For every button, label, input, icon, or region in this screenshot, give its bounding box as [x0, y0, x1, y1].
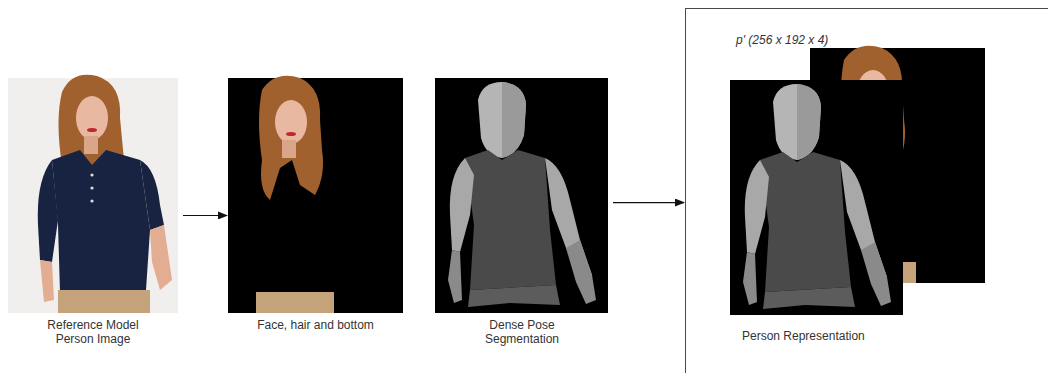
- person-photo: [8, 75, 178, 313]
- caption-text: Person Representation: [742, 329, 865, 343]
- image-node: Reference Model Person Image: [8, 78, 178, 313]
- image-node: Face, hair and bottom: [228, 78, 403, 313]
- flow-arrow: [613, 202, 684, 203]
- caption-text: Dense Pose Segmentation: [477, 318, 567, 346]
- dense-pose-image: [435, 78, 608, 313]
- face-hair-image: [228, 76, 403, 313]
- representation-box: p' (256 x 192 x 4) Person Representation: [685, 8, 1048, 373]
- dimension-label: p' (256 x 192 x 4): [736, 33, 828, 47]
- flow-arrow: [183, 215, 227, 216]
- caption-text: Reference Model Person Image: [38, 318, 148, 346]
- caption-text: Face, hair and bottom: [218, 318, 413, 332]
- stacked-pose-image: [730, 80, 903, 315]
- image-node: Dense Pose Segmentation: [435, 78, 608, 313]
